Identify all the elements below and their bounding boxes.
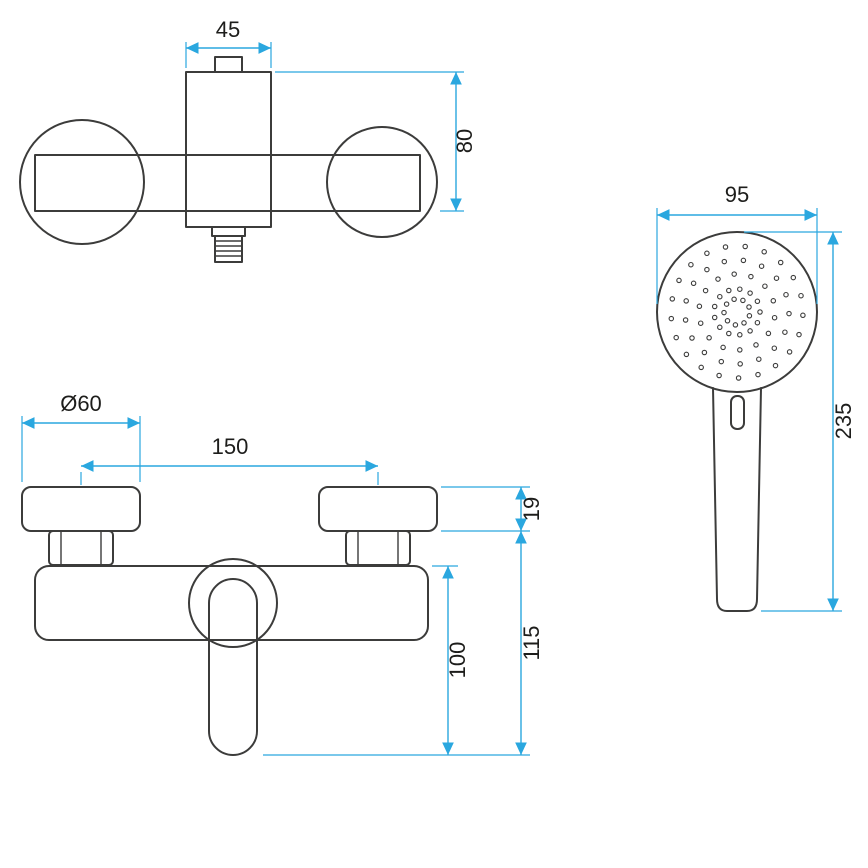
dimension-flange-depth: 19 [441, 486, 544, 532]
dimension-shower-length: 235 [744, 231, 856, 612]
dimension-front-width: 45 [185, 17, 272, 68]
mixer-bar-body [34, 154, 421, 212]
dimension-front-height: 80 [275, 71, 477, 212]
dim-label-lever-depth: 100 [445, 642, 470, 679]
shower-handle [712, 387, 762, 612]
flange-right [318, 486, 438, 532]
dim-label-flange-diameter: Ø60 [60, 391, 102, 416]
wall-mount-left [19, 119, 145, 245]
hex-nut-left [48, 530, 114, 566]
dim-label-flange-depth: 19 [519, 497, 544, 521]
flange-left [21, 486, 141, 532]
dimension-flange-diameter: Ø60 [21, 391, 141, 482]
dimension-center-spacing: 150 [80, 434, 379, 485]
hex-nut-right [345, 530, 411, 566]
dim-label-front-width: 45 [216, 17, 240, 42]
hand-shower-view [656, 231, 818, 612]
dim-label-shower-length: 235 [831, 403, 856, 440]
handle-slot [730, 395, 745, 430]
spout-collar [211, 226, 246, 237]
dim-label-center-spacing: 150 [212, 434, 249, 459]
valve-cartridge [188, 558, 278, 648]
dim-label-front-height: 80 [452, 129, 477, 153]
wall-mount-right [326, 126, 438, 238]
spout-thread-hatch [215, 240, 242, 257]
mixer-valve-body [185, 71, 272, 228]
spout-thread [214, 235, 243, 263]
mixer-lever [208, 578, 258, 756]
dimension-head-diameter: 95 [656, 182, 818, 304]
dim-label-head-diameter: 95 [725, 182, 749, 207]
shower-nozzle-dots [668, 243, 806, 381]
dimension-total-depth: 115 [515, 531, 544, 755]
dim-label-total-depth: 115 [519, 625, 544, 660]
dimension-lever-depth: 100 [432, 565, 470, 755]
mixer-top-cap [214, 56, 243, 73]
mixer-body-side [34, 565, 429, 641]
shower-head-face [656, 231, 818, 393]
mixer-front-view [19, 56, 438, 263]
mixer-side-view [21, 486, 438, 756]
